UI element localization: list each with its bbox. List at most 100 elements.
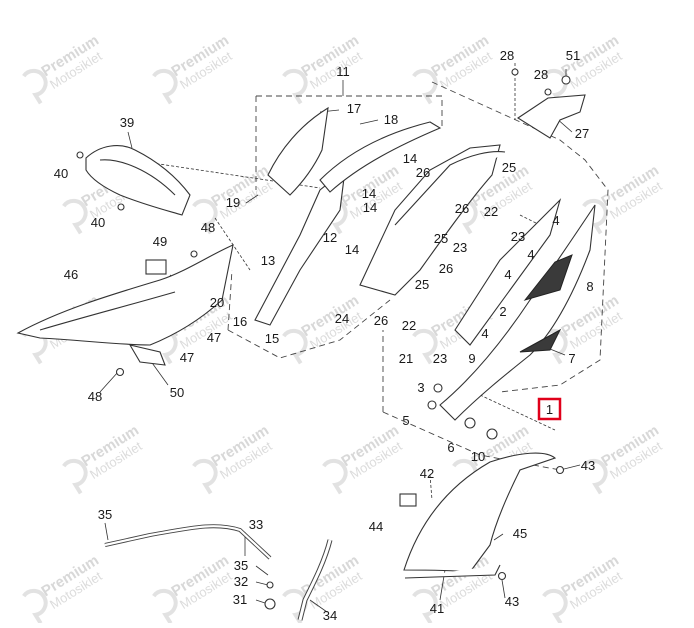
- part-center-24: [359, 144, 501, 296]
- watermark-logo-icon: [192, 198, 218, 235]
- callout-6: 6: [447, 440, 454, 455]
- callout-2: 2: [499, 304, 506, 319]
- callout-4: 4: [504, 267, 511, 282]
- callout-31: 31: [233, 592, 247, 607]
- callout-15: 15: [265, 331, 279, 346]
- frame-lower: [227, 299, 391, 359]
- callout-16: 16: [233, 314, 247, 329]
- bolt-28a: [511, 68, 519, 76]
- callout-23: 23: [433, 351, 447, 366]
- watermark-logo-icon: [412, 68, 438, 105]
- part-rear-cowl-7: [439, 204, 596, 421]
- callout-35: 35: [234, 558, 248, 573]
- callout-39: 39: [120, 115, 134, 130]
- callout-47: 47: [207, 330, 221, 345]
- callout-35: 35: [98, 507, 112, 522]
- callout-14: 14: [403, 151, 417, 166]
- callout-28: 28: [500, 48, 514, 63]
- watermark-logo-icon: [62, 198, 88, 235]
- part-panel-17: [267, 106, 329, 196]
- watermark-logo-icon: [582, 198, 608, 235]
- callout-50: 50: [170, 385, 184, 400]
- callout-23: 23: [453, 240, 467, 255]
- frame-lower-left: [227, 269, 233, 331]
- watermark-logo-icon: [412, 588, 438, 625]
- callout-33: 33: [249, 517, 263, 532]
- callout-4: 4: [552, 213, 559, 228]
- part-side-cover-46-line: [39, 291, 176, 331]
- watermark-logo-icon: [282, 328, 308, 365]
- part-center-24-edge: [394, 151, 506, 226]
- part-bracket-27: [516, 94, 586, 139]
- bolt-48a: [190, 250, 198, 258]
- bolt-40a: [76, 151, 84, 159]
- frame-11: [256, 95, 443, 128]
- part-collar-3: [433, 383, 443, 393]
- callout-20: 20: [210, 295, 224, 310]
- watermark-logo-icon: [542, 588, 568, 625]
- highlight-box: [537, 397, 562, 421]
- part-panel-18: [319, 121, 442, 193]
- watermark-logo-icon: [412, 328, 438, 365]
- callout-10: 10: [471, 449, 485, 464]
- part-lower-cover-41-edge: [404, 564, 501, 579]
- callout-23: 23: [511, 229, 525, 244]
- part-grommet-49: [145, 259, 167, 275]
- callout-4: 4: [527, 247, 534, 262]
- callout-49: 49: [153, 234, 167, 249]
- watermark-logo-icon: [152, 68, 178, 105]
- callout-40: 40: [91, 215, 105, 230]
- frame-1-top: [431, 81, 609, 393]
- callout-44: 44: [369, 519, 383, 534]
- callout-21: 21: [399, 351, 413, 366]
- part-rear-cowl-8-vent: [523, 254, 573, 301]
- callout-32: 32: [234, 574, 248, 589]
- part-fitting-31: [264, 598, 276, 610]
- highlight-label: 1: [546, 402, 553, 417]
- callout-47: 47: [180, 350, 194, 365]
- callout-27: 27: [575, 126, 589, 141]
- part-clip-32: [266, 581, 274, 589]
- part-hose-34-inner: [298, 539, 332, 621]
- callout-41: 41: [430, 601, 444, 616]
- parts: [16, 68, 596, 621]
- callout-5: 5: [402, 413, 409, 428]
- callout-42: 42: [420, 466, 434, 481]
- part-side-cover-46: [16, 244, 234, 346]
- callout-46: 46: [64, 267, 78, 282]
- callout-4: 4: [481, 326, 488, 341]
- part-nut-10: [486, 428, 498, 440]
- part-hose-33-inner: [104, 525, 271, 559]
- callout-14: 14: [345, 242, 359, 257]
- callout-24: 24: [335, 311, 349, 326]
- callout-19: 19: [226, 195, 240, 210]
- callout-3: 3: [417, 380, 424, 395]
- callout-12: 12: [323, 230, 337, 245]
- highlighted-part-1[interactable]: 1: [537, 397, 562, 421]
- nut-51: [561, 75, 571, 85]
- callout-40: 40: [54, 166, 68, 181]
- part-panel-9: [454, 198, 562, 346]
- callout-25: 25: [415, 277, 429, 292]
- callout-labels: 51 28 28 27 11 17 18 39 40 40 19 14 14 1…: [54, 48, 595, 623]
- watermark-logo-icon: [582, 458, 608, 495]
- callout-9: 9: [468, 351, 475, 366]
- callout-25: 25: [502, 160, 516, 175]
- callout-17: 17: [347, 101, 361, 116]
- callout-7: 7: [568, 351, 575, 366]
- callout-26: 26: [439, 261, 453, 276]
- callout-14: 14: [363, 200, 377, 215]
- watermark-logo-icon: [62, 458, 88, 495]
- callout-8: 8: [586, 279, 593, 294]
